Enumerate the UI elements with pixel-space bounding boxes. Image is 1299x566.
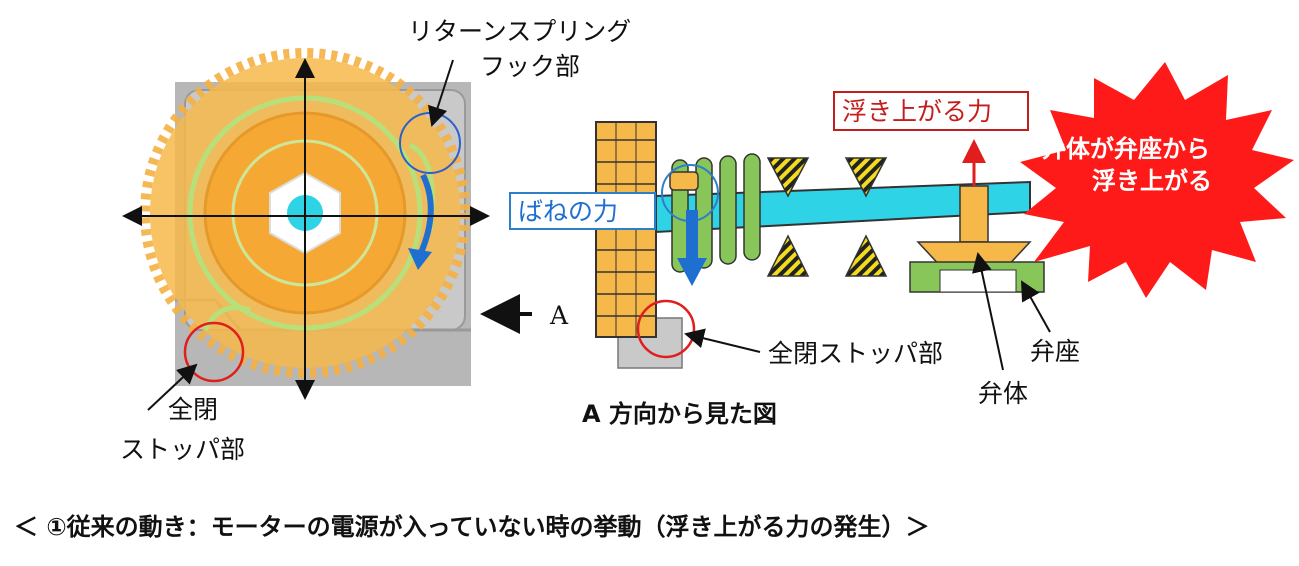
view-from-a-title: A 方向から見た図	[582, 400, 777, 428]
valve-body-label: 弁体	[978, 379, 1028, 408]
left-stopper-label-1: 全閉	[168, 395, 218, 424]
left-stopper-label-2: ストッパ部	[120, 435, 245, 464]
valve-seat-label: 弁座	[1030, 337, 1080, 366]
burst-text-1: 弁体が弁座から	[1042, 135, 1210, 163]
sector-gear-teeth	[140, 48, 470, 378]
stopper-highlight-circle	[183, 321, 245, 383]
lift-force-label-box	[833, 91, 1029, 131]
spring-force-label-box	[509, 192, 656, 230]
gear-photo-view	[122, 48, 490, 400]
right-stopper-label: 全閉ストッパ部	[768, 339, 943, 368]
a-direction-label: A	[549, 301, 569, 330]
bearing-lower-2	[844, 234, 888, 277]
return-spring-hook-label-1: リターンスプリング	[408, 17, 631, 46]
rotation-arrow-head	[408, 248, 432, 270]
spring-hook-pin	[669, 171, 699, 191]
bearing-lower-1	[766, 234, 810, 277]
valve-body-leader	[972, 252, 1004, 371]
valve-seat-opening	[939, 269, 1017, 293]
callout-burst	[1020, 62, 1294, 298]
return-spring-lower-leg	[202, 305, 251, 332]
return-spring-hook-label-2: フック部	[480, 52, 580, 81]
spring-force-arrow-head	[677, 258, 707, 286]
left-stopper-leader	[147, 363, 198, 411]
figure-caption: ＜ ①従来の動き：モーターの電源が入っていない時の挙動（浮き上がる力の発生）＞	[14, 513, 929, 541]
hook-leader-line	[428, 59, 454, 127]
bearing-upper-1	[766, 157, 810, 198]
valve-stem	[959, 185, 989, 243]
right-stopper-leader	[684, 328, 761, 353]
spring-force-arrow-shaft	[686, 210, 698, 260]
lift-force-label: 浮き上がる力	[842, 97, 992, 126]
spring-force-label: ばねの力	[518, 197, 618, 226]
bearing-upper-2	[844, 157, 888, 198]
rotation-arrow	[417, 173, 434, 257]
burst-text-2: 浮き上がる	[1092, 167, 1212, 195]
side-view-schematic	[595, 121, 1045, 369]
valve-seat-leader	[1021, 280, 1051, 333]
